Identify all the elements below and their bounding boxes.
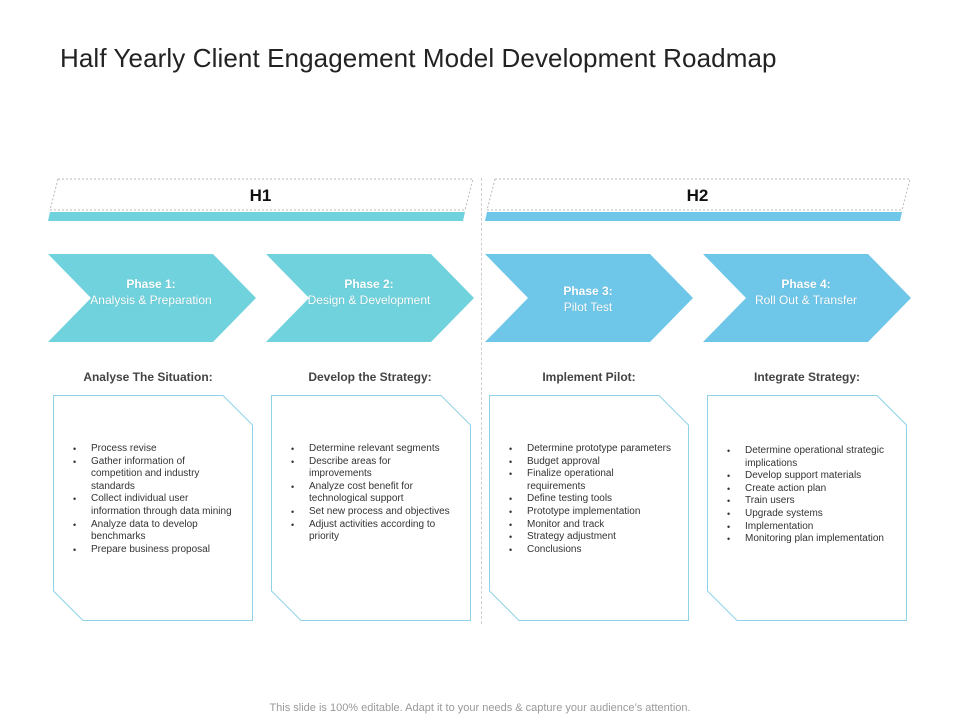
list-item: Gather information of competition and in… [73, 456, 235, 494]
list-item: Budget approval [509, 456, 671, 469]
list-item: Determine operational strategic implicat… [727, 445, 889, 470]
phase-2-chevron: Phase 2: Design & Development [266, 254, 474, 342]
phase-3-card: Determine prototype parameters Budget ap… [489, 395, 689, 621]
list-item: Analyze data to develop benchmarks [73, 519, 235, 544]
list-item: Finalize operational requirements [509, 468, 671, 493]
list-item: Conclusions [509, 544, 671, 557]
list-item: Adjust activities according to priority [291, 519, 453, 544]
list-item: Describe areas for improvements [291, 456, 453, 481]
half-divider [481, 178, 482, 624]
footer-note: This slide is 100% editable. Adapt it to… [269, 702, 691, 714]
phase-4-name: Roll Out & Transfer [754, 293, 858, 307]
half-band-h2-shape [485, 178, 910, 221]
list-item: Monitoring plan implementation [727, 533, 889, 546]
list-item: Prototype implementation [509, 506, 671, 519]
half-band-h2-bar [485, 212, 902, 221]
half-band-h2: H2 [485, 178, 910, 222]
list-item: Upgrade systems [727, 508, 889, 521]
phase-3-chevron: Phase 3: Pilot Test [485, 254, 693, 342]
phase-4-list: Determine operational strategic implicat… [727, 445, 889, 546]
phase-3-name: Pilot Test [563, 300, 613, 314]
phase-3-number: Phase 3: [563, 284, 613, 298]
list-item: Analyze cost benefit for technological s… [291, 481, 453, 506]
phase-4-heading: Integrate Strategy: [753, 370, 861, 384]
list-item: Process revise [73, 443, 235, 456]
phase-1-text: Phase 1: Analysis & Preparation [88, 276, 214, 308]
phase-2-number: Phase 2: [344, 277, 394, 291]
phase-2-name: Design & Development [307, 293, 431, 307]
list-item: Train users [727, 495, 889, 508]
list-item: Define testing tools [509, 493, 671, 506]
half-label-h2: H2 [686, 186, 709, 205]
list-item: Determine relevant segments [291, 443, 453, 456]
phase-2-card: Determine relevant segments Describe are… [271, 395, 471, 621]
phase-2-heading: Develop the Strategy: [308, 370, 432, 384]
list-item: Implementation [727, 521, 889, 534]
half-band-h1: H1 [48, 178, 473, 222]
phase-1-number: Phase 1: [126, 277, 176, 291]
phase-1-name: Analysis & Preparation [90, 293, 212, 307]
phase-1-chevron: Phase 1: Analysis & Preparation [48, 254, 256, 342]
phase-2-text: Phase 2: Design & Development [306, 276, 432, 308]
phase-2-list: Determine relevant segments Describe are… [291, 443, 453, 544]
half-label-h1: H1 [249, 186, 272, 205]
phase-3-heading: Implement Pilot: [542, 370, 636, 384]
phase-4-text: Phase 4: Roll Out & Transfer [743, 276, 869, 308]
phase-1-card: Process revise Gather information of com… [53, 395, 253, 621]
phase-1-heading: Analyse The Situation: [83, 370, 213, 384]
list-item: Create action plan [727, 483, 889, 496]
phase-3-text: Phase 3: Pilot Test [525, 283, 651, 315]
list-item: Develop support materials [727, 470, 889, 483]
slide-title: Half Yearly Client Engagement Model Deve… [60, 43, 777, 73]
list-item: Monitor and track [509, 519, 671, 532]
half-band-h1-bar [48, 212, 465, 221]
list-item: Prepare business proposal [73, 544, 235, 557]
phase-3-list: Determine prototype parameters Budget ap… [509, 443, 671, 556]
half-band-h1-shape [48, 178, 473, 221]
list-item: Set new process and objectives [291, 506, 453, 519]
phase-4-chevron: Phase 4: Roll Out & Transfer [703, 254, 911, 342]
list-item: Strategy adjustment [509, 531, 671, 544]
phase-4-number: Phase 4: [781, 277, 831, 291]
phase-1-list: Process revise Gather information of com… [73, 443, 235, 556]
phase-4-card: Determine operational strategic implicat… [707, 395, 907, 621]
list-item: Determine prototype parameters [509, 443, 671, 456]
list-item: Collect individual user information thro… [73, 493, 235, 518]
